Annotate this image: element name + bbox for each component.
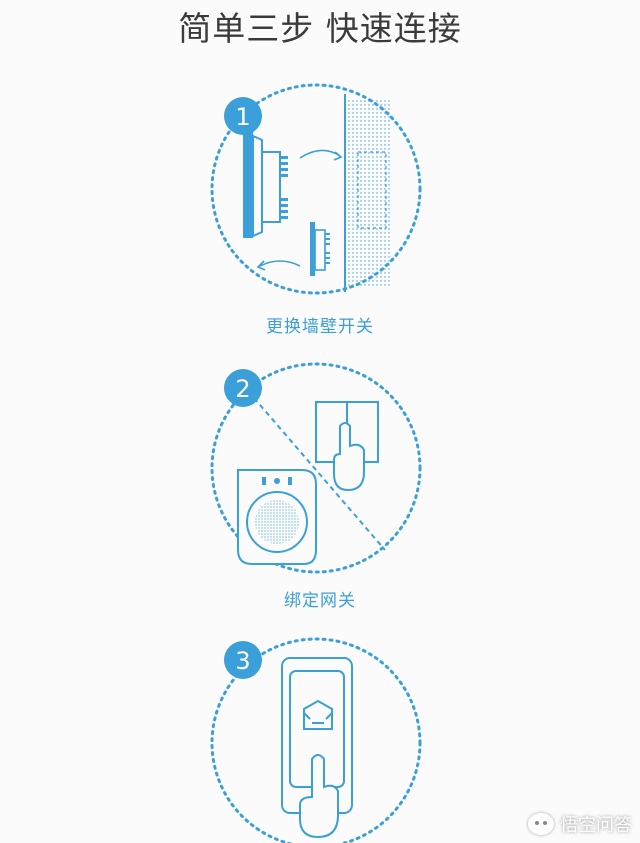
watermark-text: 悟空问答 [560, 815, 632, 836]
step-2-badge: 2 [224, 369, 262, 407]
finger-tap-icon [299, 754, 339, 839]
svg-text:1: 1 [235, 103, 250, 131]
watermark: 悟空问答 [528, 811, 632, 837]
step-1-caption: 更换墙壁开关 [266, 317, 374, 337]
step-2-illustration: 2 [210, 362, 422, 574]
step-2-caption: 绑定网关 [284, 591, 356, 611]
wall-icon [344, 94, 392, 292]
step-3: 3 [0, 625, 640, 843]
wall-switch-icon [243, 132, 288, 238]
arrow-right-icon [299, 149, 341, 159]
step-1-illustration: 1 [210, 83, 422, 295]
new-switch-icon [310, 222, 330, 276]
wall-switch-press-icon [315, 401, 379, 492]
step-1-badge: 1 [224, 97, 262, 135]
mijia-logo-icon [303, 699, 333, 730]
svg-text:3: 3 [235, 647, 250, 675]
svg-text:2: 2 [235, 375, 250, 403]
step-3-illustration: 3 [210, 637, 422, 843]
step-1: 1 更换墙壁开关 [0, 80, 640, 340]
gateway-icon [237, 469, 317, 565]
page-title: 简单三步 快速连接 [178, 9, 462, 48]
step-3-badge: 3 [224, 641, 262, 679]
step-2: 2 绑定网关 [0, 350, 640, 620]
wukong-logo-icon [528, 813, 554, 835]
arrow-left-icon [259, 260, 301, 267]
